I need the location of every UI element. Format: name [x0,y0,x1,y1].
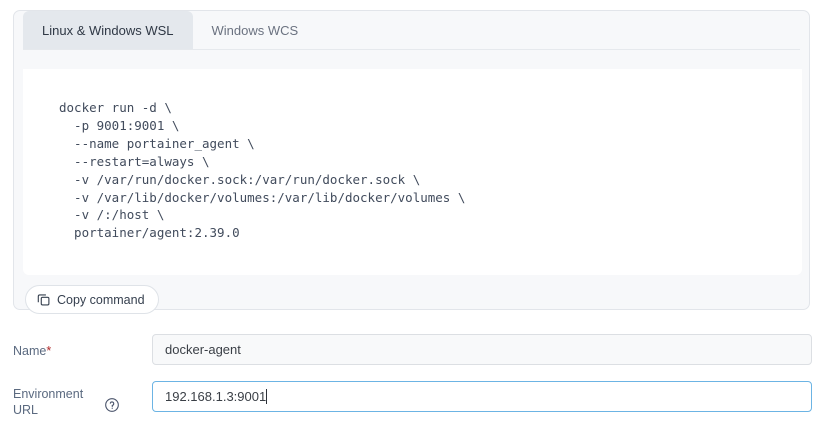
name-label: Name* [13,343,98,359]
required-asterisk: * [46,344,52,358]
environment-url-label: Environment URL [13,386,98,418]
copy-command-button[interactable]: Copy command [25,285,159,314]
environment-url-input[interactable]: 192.168.1.3:9001 [152,381,812,412]
tab-bar: Linux & Windows WSL Windows WCS [14,11,809,50]
help-circle-icon[interactable] [104,397,120,413]
environment-url-field-row: Environment URL 192.168.1.3:9001 [0,380,827,420]
name-input-value: docker-agent [165,342,241,357]
docker-run-command: docker run -d \ -p 9001:9001 \ --name po… [59,100,466,241]
agent-setup-panel: Linux & Windows WSL Windows WCS docker r… [13,10,810,314]
copy-icon [37,293,50,306]
text-caret [266,389,268,404]
name-input[interactable]: docker-agent [152,334,812,365]
environment-url-label-line1: Environment [13,387,84,401]
name-field-row: Name* docker-agent [0,333,827,373]
environment-url-label-line2: URL [13,403,39,417]
copy-command-label: Copy command [57,292,145,307]
code-block-container: docker run -d \ -p 9001:9001 \ --name po… [23,69,802,275]
tab-linux-windows-wsl[interactable]: Linux & Windows WSL [23,11,193,50]
environment-url-input-value: 192.168.1.3:9001 [165,389,267,404]
tab-windows-wcs[interactable]: Windows WCS [211,23,299,38]
name-label-text: Name [13,344,47,358]
